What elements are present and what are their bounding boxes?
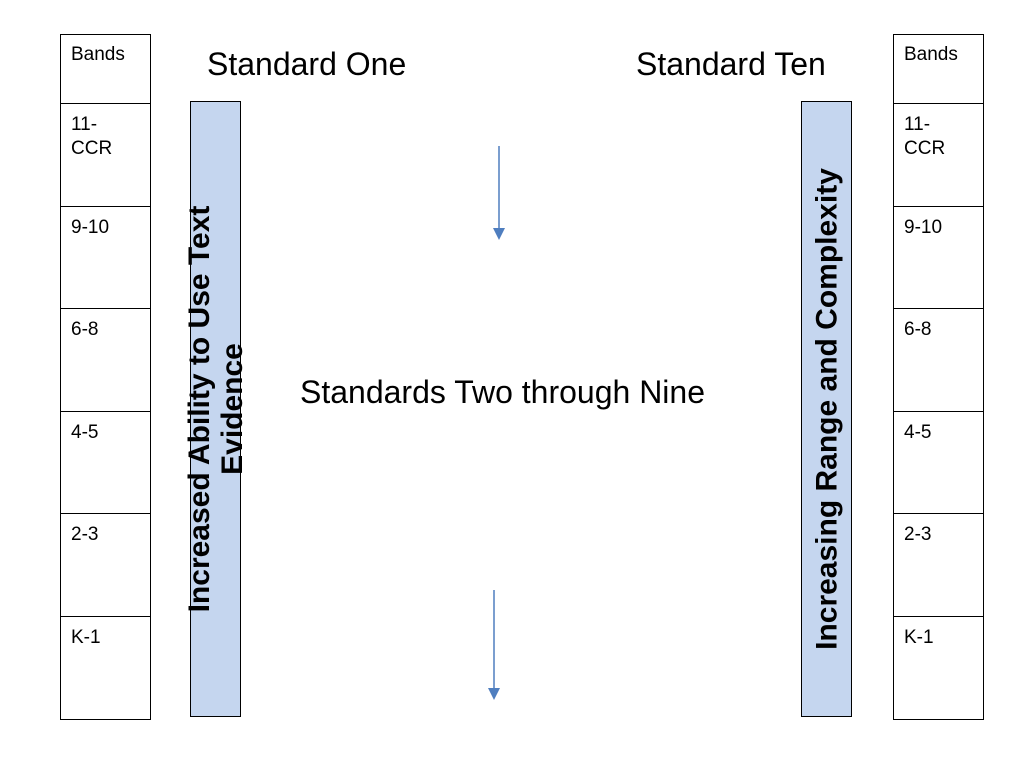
left-band-row: K-1 <box>61 617 150 720</box>
left-band-label: 6-8 <box>71 319 99 340</box>
left-band-label: 11- CCR <box>71 114 113 159</box>
left-bands-table: Bands 11- CCR 9-10 6-8 4-5 2-3 K-1 <box>60 34 151 720</box>
right-band-row: 6-8 <box>894 309 983 412</box>
right-bands-header: Bands <box>894 35 983 104</box>
right-band-label: K-1 <box>904 626 934 648</box>
left-bands-header-text: Bands <box>71 44 125 65</box>
left-band-label: 4-5 <box>71 421 99 443</box>
left-band-row: 4-5 <box>61 412 150 514</box>
text-evidence-bar: Increased Ability to Use Text Evidence <box>183 101 249 717</box>
down-arrow-icon <box>488 590 500 700</box>
right-band-label: 11- CCR <box>904 114 946 159</box>
left-band-row: 11- CCR <box>61 104 150 207</box>
down-arrow-icon <box>493 146 505 240</box>
standard-ten-title: Standard Ten <box>636 46 826 82</box>
standard-one-title: Standard One <box>207 46 407 82</box>
left-band-label: K-1 <box>71 626 101 648</box>
right-band-row: 2-3 <box>894 514 983 617</box>
left-band-row: 2-3 <box>61 514 150 617</box>
right-bands-header-text: Bands <box>904 44 958 65</box>
right-band-label: 6-8 <box>904 319 932 340</box>
right-band-row: 11- CCR <box>894 104 983 207</box>
left-band-row: 9-10 <box>61 207 150 309</box>
range-complexity-bar: Increasing Range and Complexity <box>801 101 852 717</box>
left-band-label: 9-10 <box>71 216 110 238</box>
left-band-row: 6-8 <box>61 309 150 412</box>
right-bands-table: Bands 11- CCR 9-10 6-8 4-5 2-3 K-1 <box>893 34 984 720</box>
left-bands-header: Bands <box>61 35 150 104</box>
right-band-label: 4-5 <box>904 421 932 443</box>
right-band-row: K-1 <box>894 617 983 720</box>
standards-two-through-nine-label: Standards Two through Nine <box>300 374 705 410</box>
right-band-row: 9-10 <box>894 207 983 309</box>
left-band-label: 2-3 <box>71 524 99 545</box>
right-band-label: 2-3 <box>904 524 932 545</box>
right-band-label: 9-10 <box>904 216 943 238</box>
right-band-row: 4-5 <box>894 412 983 514</box>
